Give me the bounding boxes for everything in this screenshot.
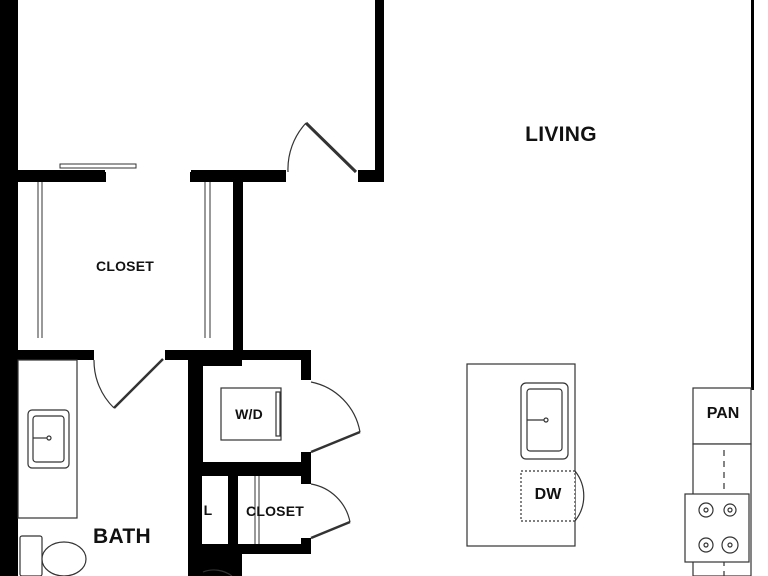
wall-bedroom-bottom-left <box>18 172 106 182</box>
closet-floor <box>18 180 233 350</box>
wd-unit <box>220 387 282 441</box>
bedroom-door-swing <box>287 122 307 173</box>
right-exterior-strip <box>751 0 768 576</box>
bath-door-leaf <box>113 358 164 409</box>
bath-door-swing <box>93 359 115 409</box>
wall-bottom-closets <box>188 544 311 554</box>
kitchen-counter <box>684 387 752 576</box>
wd-door-leaf <box>310 430 361 454</box>
wall-wd-right <box>301 350 311 380</box>
wd-unit-edge <box>275 391 281 437</box>
burner-2-center <box>727 507 733 513</box>
bottom-door-swing <box>202 569 233 576</box>
door-opening-bedroom <box>286 160 358 182</box>
kitchen-island <box>466 363 585 547</box>
wall-closet-bottom-left <box>18 350 94 360</box>
burner-1-center <box>703 507 709 513</box>
wall-small-closet-right <box>301 538 311 548</box>
door-opening-small-closet <box>297 482 311 538</box>
toilet-bowl-icon <box>41 541 87 576</box>
toilet-tank <box>19 535 43 576</box>
dishwasher-door-swing <box>574 470 585 522</box>
doors <box>93 120 361 576</box>
closet-door-swing <box>310 483 351 523</box>
exterior-wall-right <box>751 0 754 390</box>
washer-dryer <box>220 387 282 441</box>
burner-3-center <box>703 542 709 548</box>
dishwasher-outline <box>520 470 576 522</box>
bedroom-door-leaf <box>304 121 358 174</box>
door-opening-bath <box>92 345 166 363</box>
small-closet-floor <box>238 476 302 544</box>
slider-top <box>59 163 137 169</box>
bedroom-floor <box>18 0 375 170</box>
wall-closet-bottom-right <box>165 350 311 360</box>
floor-areas <box>18 0 768 576</box>
door-opening-wd <box>297 380 311 454</box>
exterior-wall-left <box>0 0 18 576</box>
wd-door-swing <box>310 381 361 433</box>
bath-fixtures <box>17 359 87 576</box>
wall-bedroom-right <box>375 0 384 180</box>
bedroom-door-leaf-b <box>308 120 359 171</box>
wall-closet-right <box>233 172 243 352</box>
closet-sliders <box>37 163 260 544</box>
door-opening-bedroom-closet <box>105 168 191 182</box>
closet-door-leaf <box>310 520 351 540</box>
pantry-box <box>692 387 752 445</box>
wall-bedroom-bottom-right <box>358 172 384 182</box>
bath-faucet <box>46 435 52 441</box>
burner-4-center <box>727 542 733 548</box>
range-icon <box>684 493 750 563</box>
kitchen-faucet <box>543 417 549 423</box>
wall-linen-right <box>228 476 238 548</box>
wall-wd-bottom <box>188 462 311 476</box>
